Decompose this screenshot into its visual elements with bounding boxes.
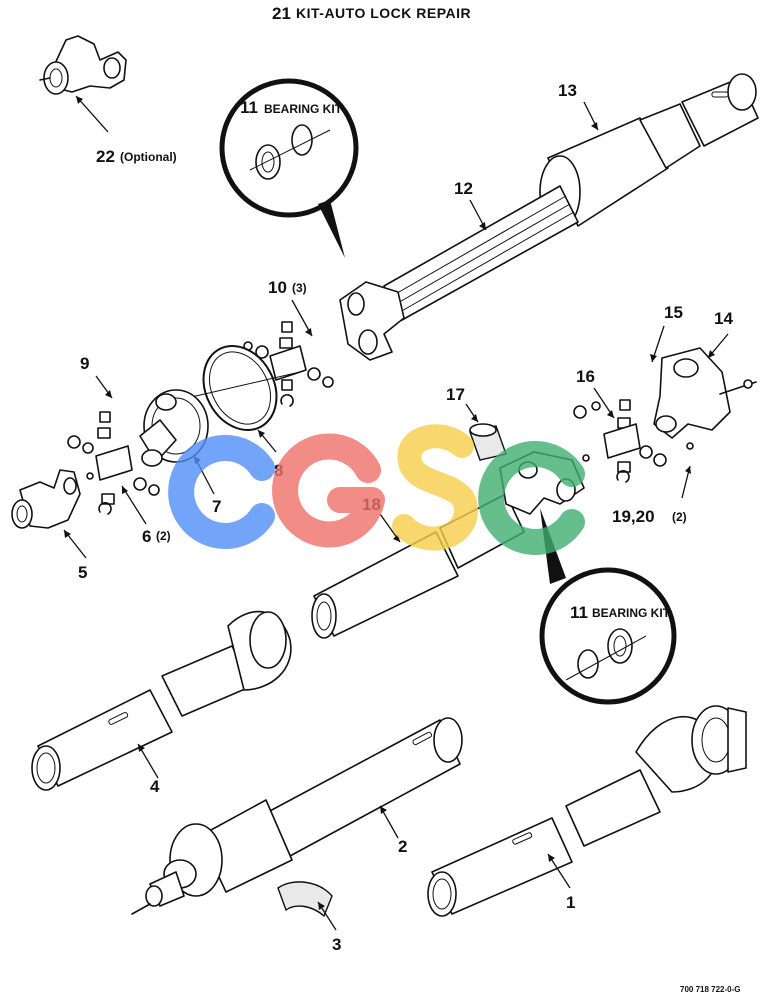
diagram-title: 21 KIT-AUTO LOCK REPAIR: [272, 4, 471, 23]
watermark-letter-c2: [478, 441, 585, 555]
title-number: 21: [272, 4, 291, 23]
part-12-splined-shaft: [383, 185, 579, 321]
part-8-ring: [169, 344, 301, 432]
part-3-shield-half: [277, 881, 333, 918]
callout-5: 5: [78, 563, 87, 582]
callout-14: 14: [714, 309, 733, 328]
callout-10-qty: (3): [292, 281, 307, 295]
part-1-tube: [427, 705, 747, 917]
callout-10: 10: [268, 278, 287, 297]
cross-bearing-set-right: [573, 399, 694, 483]
bearing-kit-bottom-label: BEARING KIT: [592, 606, 671, 620]
watermark-letter-s: [392, 424, 479, 551]
callout-1: 1: [566, 893, 575, 912]
callout-22-note: (Optional): [120, 150, 177, 164]
part-5-yoke: [11, 469, 81, 529]
callout-6-qty: (2): [156, 529, 171, 543]
title-text: KIT-AUTO LOCK REPAIR: [296, 5, 471, 21]
bearing-kit-top-detail: 11 BEARING KIT: [219, 78, 359, 218]
part-22-yoke: [39, 35, 127, 95]
part-4-tube: [31, 610, 292, 791]
bearing-kit-bottom-number: 11: [570, 603, 588, 622]
callout-7: 7: [212, 497, 221, 516]
callout-19-20-qty: (2): [672, 510, 687, 524]
part-14-yoke: [653, 347, 757, 439]
callout-3: 3: [332, 935, 341, 954]
cross-bearing-set-upper: [243, 321, 334, 407]
callout-17: 17: [446, 385, 465, 404]
cgsc-watermark: [168, 424, 585, 555]
callout-19-20: 19,20: [612, 507, 655, 526]
watermark-letter-g: [272, 433, 385, 548]
callout-15: 15: [664, 303, 683, 322]
callout-2: 2: [398, 837, 407, 856]
watermark-letter-c1: [168, 435, 275, 549]
callout-13: 13: [558, 81, 577, 100]
callout-9: 9: [80, 354, 89, 373]
bearing-kit-top-label: BEARING KIT: [264, 102, 343, 116]
yoke-on-shaft-12: [339, 281, 405, 361]
part-7-yoke-housing: [139, 389, 209, 467]
callout-12: 12: [454, 179, 473, 198]
cross-bearing-set-left: [67, 411, 160, 515]
figure-reference: 700 718 722-0-G: [680, 985, 741, 994]
callout-4: 4: [150, 777, 160, 796]
bearing-kit-bottom-detail: 11 BEARING KIT: [539, 567, 677, 705]
bearing-kit-top-number: 11: [240, 98, 258, 117]
part-2-shaft: [131, 717, 463, 915]
callout-22: 22: [96, 147, 115, 166]
callout-16: 16: [576, 367, 595, 386]
callout-6: 6: [142, 527, 151, 546]
